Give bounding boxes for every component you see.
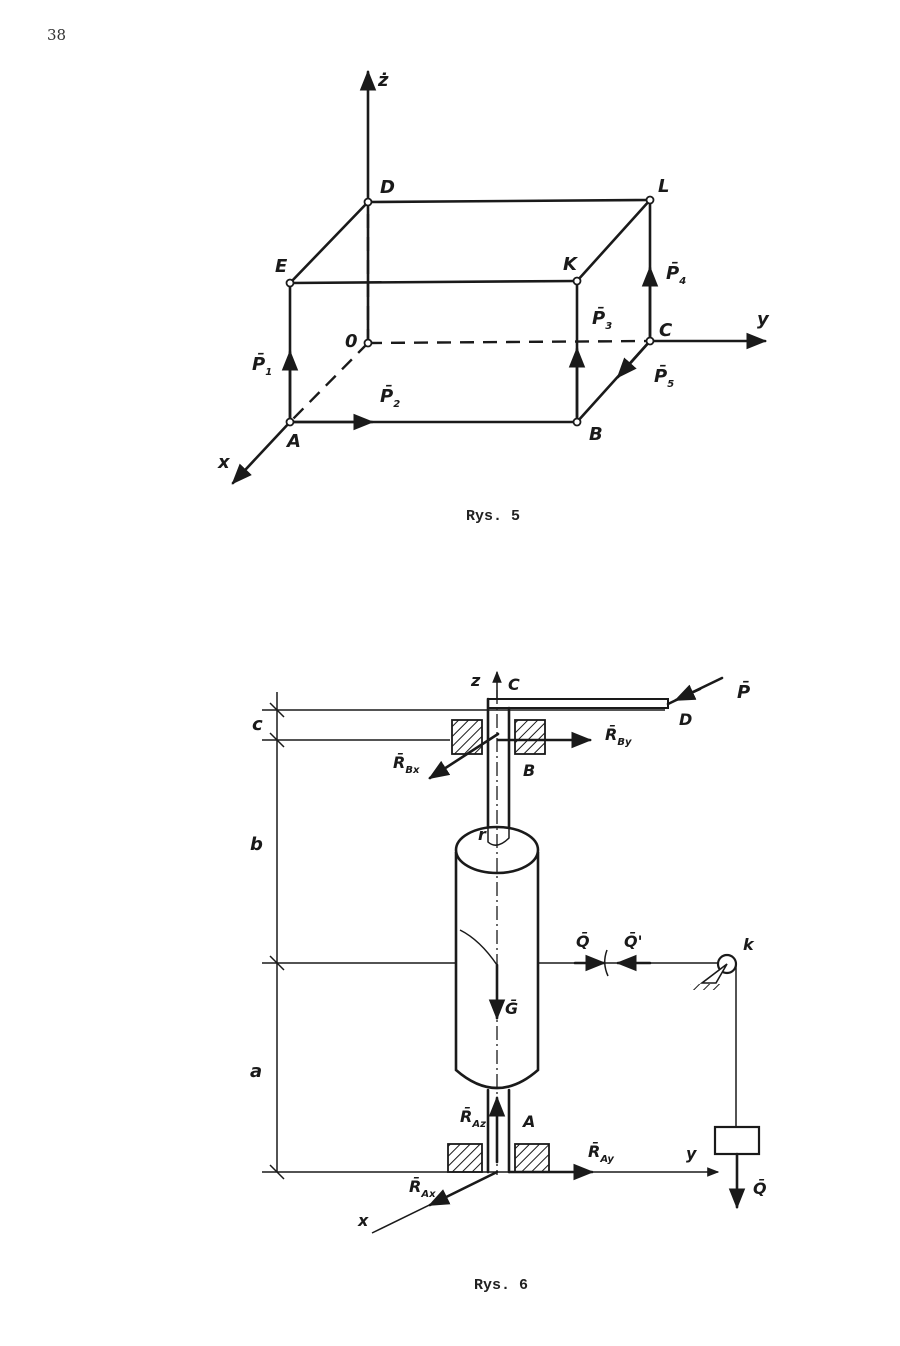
page-number: 38 [47,26,67,44]
fig6-label-G: Ḡ [505,998,518,1018]
fig6-label-B: B [523,761,535,780]
fig5-label-L: L [658,176,669,197]
fig6-dim-b: b [250,834,263,855]
fig5-vertex-O [363,338,373,348]
fig5-z-label: ż [377,70,389,91]
fig5-edge-EK [288,279,579,285]
fig6-y-label: y [686,1144,697,1163]
fig6-dim-c: c [252,714,263,735]
figure-6-caption: Rys. 6 [474,1277,529,1294]
fig5-label-P3: P̄3 [592,307,612,332]
fig6-bearing-B-right [514,719,546,755]
fig6-drum-top [454,825,540,875]
fig6-label-RAy: R̄Ay [588,1141,614,1165]
fig5-force-P5-arrow [616,339,652,379]
fig6-bearing-A-right [514,1143,550,1173]
figure-6-shaft-diagram: c b a [250,670,767,1234]
fig5-x-label: x [217,452,231,473]
fig6-label-C: C [508,675,520,694]
fig6-rope-cut-mark [604,949,609,977]
fig5-vertex-C [645,336,655,346]
fig5-edge-KL [575,198,652,283]
figure-5-box-diagram: ż y x D L E K 0 C A B P̄1 P̄2 P̄3 P̄4 P̄… [217,69,770,485]
fig5-y-label: y [757,309,770,330]
fig6-label-RBy: R̄By [605,724,632,748]
fig6-label-D: D [679,710,692,729]
fig6-force-RAx-arrow [428,1170,499,1207]
fig6-dim-slash-4 [269,1164,285,1180]
fig5-label-O: 0 [345,331,358,352]
fig5-vertex-K [572,276,582,286]
fig5-vertex-B [572,417,582,427]
fig5-vertex-L [645,195,655,205]
fig5-vertex-A [285,417,295,427]
fig6-label-P: P̄ [737,681,750,703]
fig6-force-RBx-arrow [428,732,500,780]
fig6-label-Q: Q̄ [576,931,590,951]
fig5-label-D: D [380,177,395,198]
fig6-bearing-A-left [447,1143,483,1173]
fig5-label-P1: P̄1 [252,353,272,378]
fig6-pulley-support-hatch [690,984,720,990]
fig6-rope-winding [459,929,498,966]
fig5-edge-OA [289,342,369,423]
fig6-dim-slash-3 [269,955,285,971]
fig5-label-P4: P̄4 [666,262,686,287]
fig6-x-label: x [357,1211,369,1230]
fig6-label-A: A [521,1112,535,1131]
figure-5-caption: Rys. 5 [466,508,521,525]
fig6-pulley-support [699,963,728,984]
fig6-dim-slash-1 [269,702,285,718]
fig6-label-RBx: R̄Bx [393,752,420,776]
fig5-label-E: E [275,256,288,277]
fig6-label-RAz: R̄Az [460,1106,486,1130]
fig5-label-B: B [589,424,603,445]
fig6-dim-slash-2 [269,732,285,748]
fig6-label-RAx: R̄Ax [409,1176,436,1200]
fig6-z-label: z [470,671,481,690]
fig5-label-P5: P̄5 [654,365,674,390]
fig6-hanging-weight [713,1125,761,1156]
fig6-dim-a: a [250,1061,262,1082]
fig5-x-axis [231,420,292,485]
fig5-label-C: C [659,320,673,341]
fig5-vertex-E [285,278,295,288]
fig5-label-A: A [285,431,301,452]
fig6-label-k: k [743,935,755,954]
fig5-label-K: K [563,254,579,275]
fig6-force-P-arrow [674,684,702,702]
fig6-bearing-B-left [451,719,483,755]
fig5-edge-DL [366,198,652,204]
fig5-edge-OC [367,339,651,345]
fig5-label-P2: P̄2 [380,385,400,410]
fig6-crank-arm [487,698,669,709]
fig6-label-Q-hang: Q̄ [753,1178,767,1198]
fig6-shaft-end [487,828,510,846]
fig6-label-Qprime: Q̄' [624,931,643,951]
fig6-label-r: r [478,825,487,844]
fig5-edge-ED [288,200,370,285]
fig5-vertex-D [363,197,373,207]
